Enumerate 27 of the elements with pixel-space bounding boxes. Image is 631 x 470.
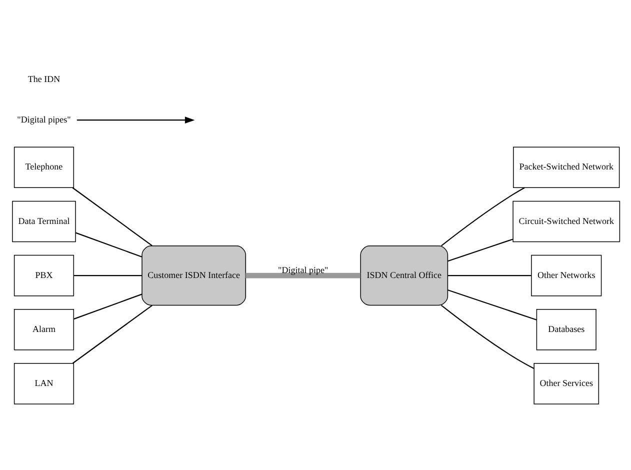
node-box: Databases <box>536 308 596 350</box>
node-box: PBX <box>14 254 74 296</box>
node-box: Packet-Switched Network <box>513 146 620 188</box>
node-box: Other Services <box>534 363 600 404</box>
node-box: Circuit-Switched Network <box>512 200 620 242</box>
connector <box>76 232 142 258</box>
connector <box>72 304 152 364</box>
arrow <box>76 116 195 124</box>
connector <box>72 187 152 246</box>
node-text: "Digital pipes" <box>17 114 71 124</box>
node-box: Data Terminal <box>12 200 76 242</box>
connector <box>448 238 513 262</box>
node-box: ISDN Central Office <box>360 246 448 306</box>
node-box: Other Networks <box>531 254 602 296</box>
label: The IDN <box>28 74 60 84</box>
node-box: LAN <box>14 363 74 404</box>
node-box: Customer ISDN Interface <box>142 246 246 306</box>
node-box: Telephone <box>14 146 74 188</box>
connector <box>448 289 537 320</box>
connector <box>448 275 532 276</box>
connector <box>246 272 360 278</box>
connector <box>74 275 142 276</box>
connector <box>440 304 534 370</box>
connector <box>74 294 142 320</box>
node-box: Alarm <box>14 308 74 350</box>
connector <box>440 187 525 246</box>
edge-label: "Digital pipe" <box>278 265 328 276</box>
